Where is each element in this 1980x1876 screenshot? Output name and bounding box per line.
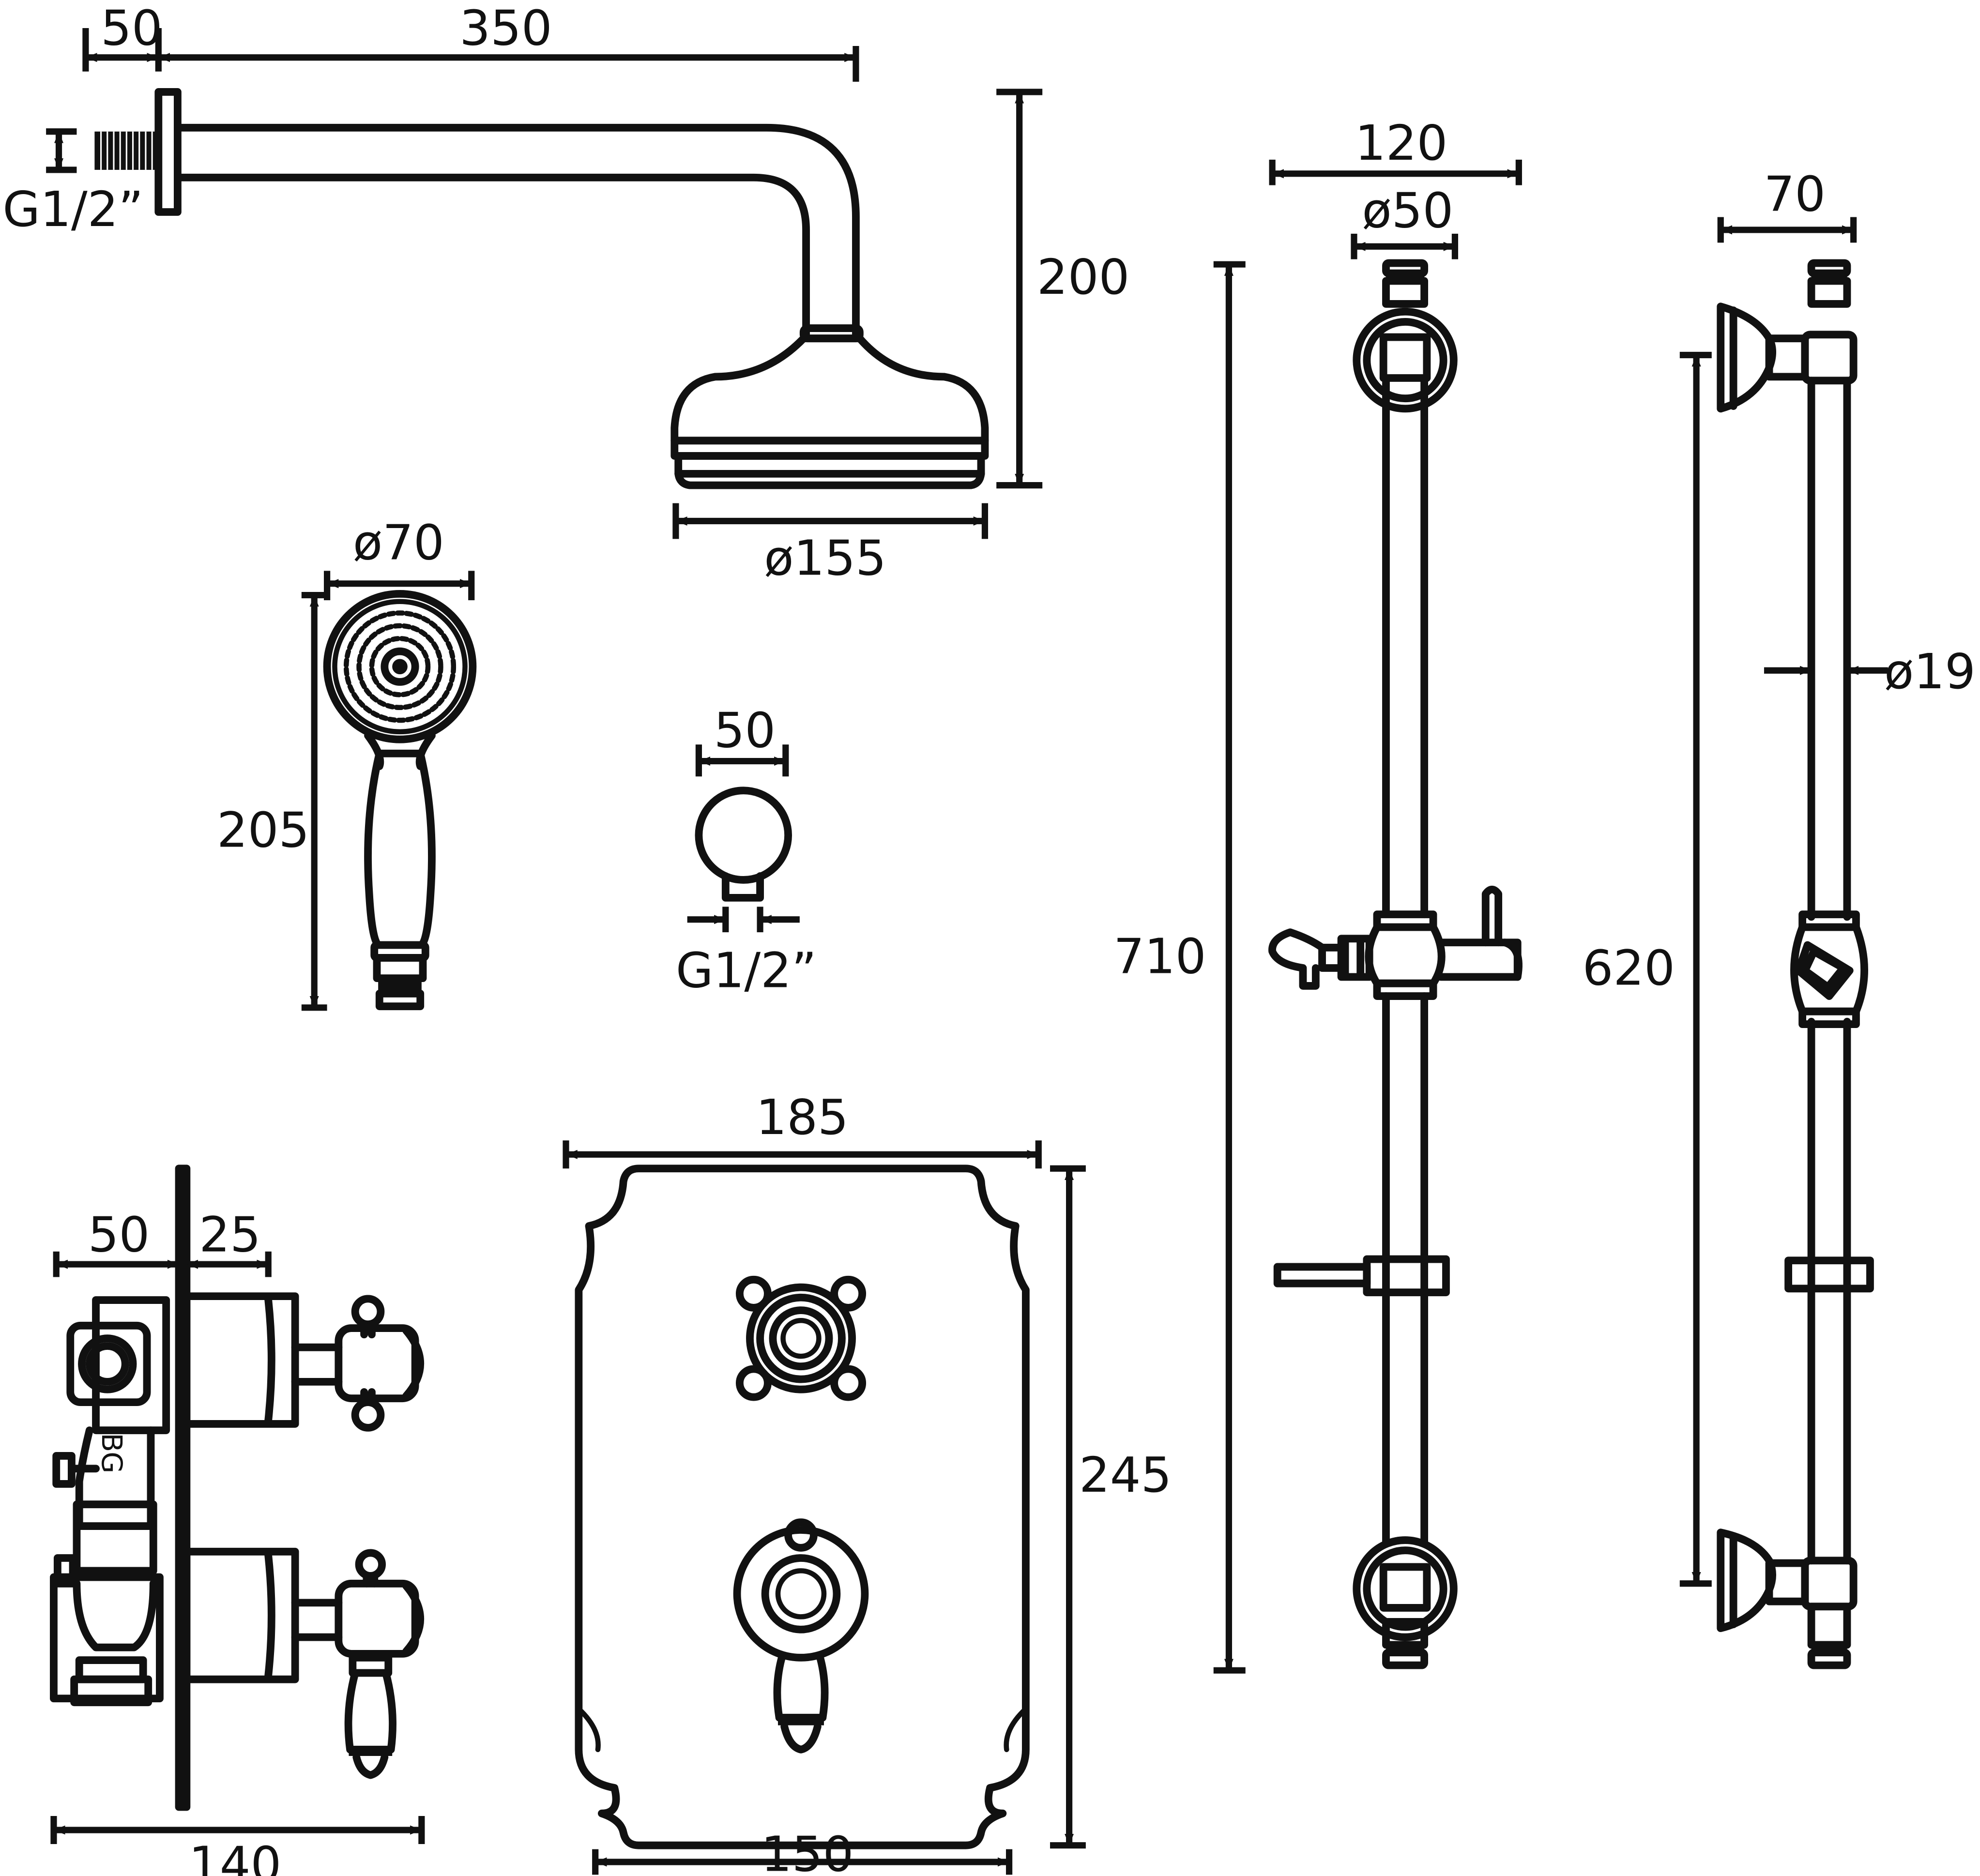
shower-head-rose: [670, 334, 989, 445]
dim-handset-diameter: ø70: [353, 514, 444, 571]
dim-inlet-thread: G1/2”: [2, 181, 143, 238]
dim-plate-gap: 25: [199, 1207, 261, 1263]
valve-front-view: 185 245 150: [563, 1089, 1172, 1876]
dim-plate-height: 245: [1079, 1447, 1172, 1503]
shower-arm: [173, 123, 860, 339]
dim-outlet-diameter: 50: [714, 702, 776, 759]
valve-body-mark: BG: [95, 1433, 128, 1473]
dim-head-drop: 200: [1037, 249, 1129, 305]
wall-outlet-elbow: 50 G1/2”: [676, 702, 817, 999]
hand-shower-handle: [364, 749, 436, 949]
wall-flange: [154, 88, 182, 216]
dim-arm-length: 350: [459, 0, 552, 56]
riser-rail: 120 ø50 710: [1113, 115, 1523, 1674]
dim-outlet-thread: G1/2”: [676, 942, 817, 999]
dim-riser-bracket-width: 120: [1355, 115, 1447, 171]
dim-head-diameter: ø155: [764, 530, 886, 586]
slide-rail: 70 ø19 620: [1583, 166, 1976, 1669]
dim-slide-length: 620: [1583, 939, 1675, 996]
dim-plate-base-width: 150: [761, 1826, 853, 1876]
dim-body-depth: 50: [88, 1207, 150, 1263]
wall-arm-and-head: 50 350 G1/2” 200 ø155: [2, 0, 1129, 586]
hand-shower: ø70 205: [217, 514, 477, 1011]
dim-handset-length: 205: [217, 802, 309, 858]
dim-slide-rail-diameter: ø19: [1884, 643, 1976, 700]
dim-wall-depth: 50: [101, 0, 163, 56]
dim-total-depth: 140: [189, 1836, 281, 1876]
dim-plate-width: 185: [756, 1089, 848, 1146]
cover-plate-edge: [175, 1165, 191, 1811]
dim-slide-bracket-depth: 70: [1764, 166, 1826, 222]
valve-cover-plate: [575, 1165, 1030, 1849]
valve-side-view: BG 50 25: [50, 1165, 425, 1876]
dim-riser-bracket-diameter: ø50: [1362, 182, 1453, 239]
dim-riser-length: 710: [1113, 928, 1206, 985]
